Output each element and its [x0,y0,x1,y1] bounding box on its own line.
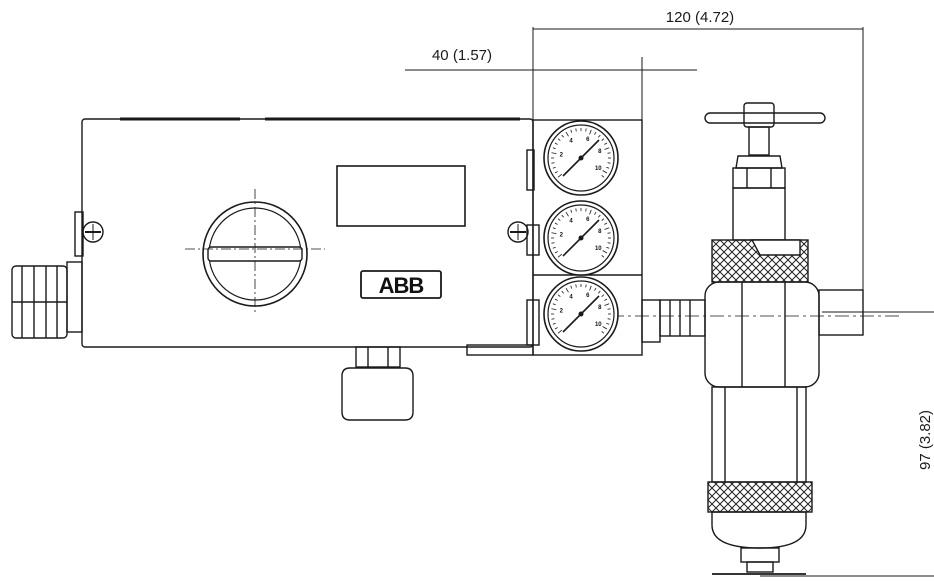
gauge-scale-label: 6 [586,293,590,299]
gauge-scale-label: 10 [595,166,602,172]
gauge-layer: 2 4 6 8 10 2 4 6 8 10 2 4 6 8 10 [543,120,619,352]
pressure-gauge-icon: 2 4 6 8 10 [543,200,619,276]
housing-screw-left-icon [82,221,104,243]
gauge-scale-label: 2 [560,153,564,159]
position-indicator-knob [185,189,325,315]
abb-logo: ABB [360,270,442,299]
positioner-housing [74,117,540,356]
housing-screw-right-icon [507,221,529,243]
bottom-connector [341,346,414,421]
gauge-scale-label: 4 [569,219,573,225]
gauge-scale-label: 6 [586,217,590,223]
gauge-block-width-label: 40 (1.57) [432,47,492,64]
cable-gland [11,261,83,339]
gauge-scale-label: 10 [595,322,602,328]
display-window [336,165,466,227]
gauge-scale-label: 8 [598,149,602,155]
gauge-scale-label: 8 [598,305,602,311]
filter-height-label: 97 (3.82) [917,410,934,470]
pressure-gauge-icon: 2 4 6 8 10 [543,276,619,352]
filter-regulator [659,102,864,575]
overall-width-label: 120 (4.72) [666,9,734,26]
gauge-scale-label: 2 [560,233,564,239]
gauge-scale-label: 6 [586,137,590,143]
gauge-scale-label: 10 [595,246,602,252]
gauge-scale-label: 8 [598,229,602,235]
logo-text: ABB [379,273,424,298]
gauge-scale-label: 4 [569,295,573,301]
dimension-lines [405,27,934,577]
gauge-scale-label: 2 [560,309,564,315]
gauge-scale-label: 4 [569,139,573,145]
pressure-gauge-icon: 2 4 6 8 10 [543,120,619,196]
